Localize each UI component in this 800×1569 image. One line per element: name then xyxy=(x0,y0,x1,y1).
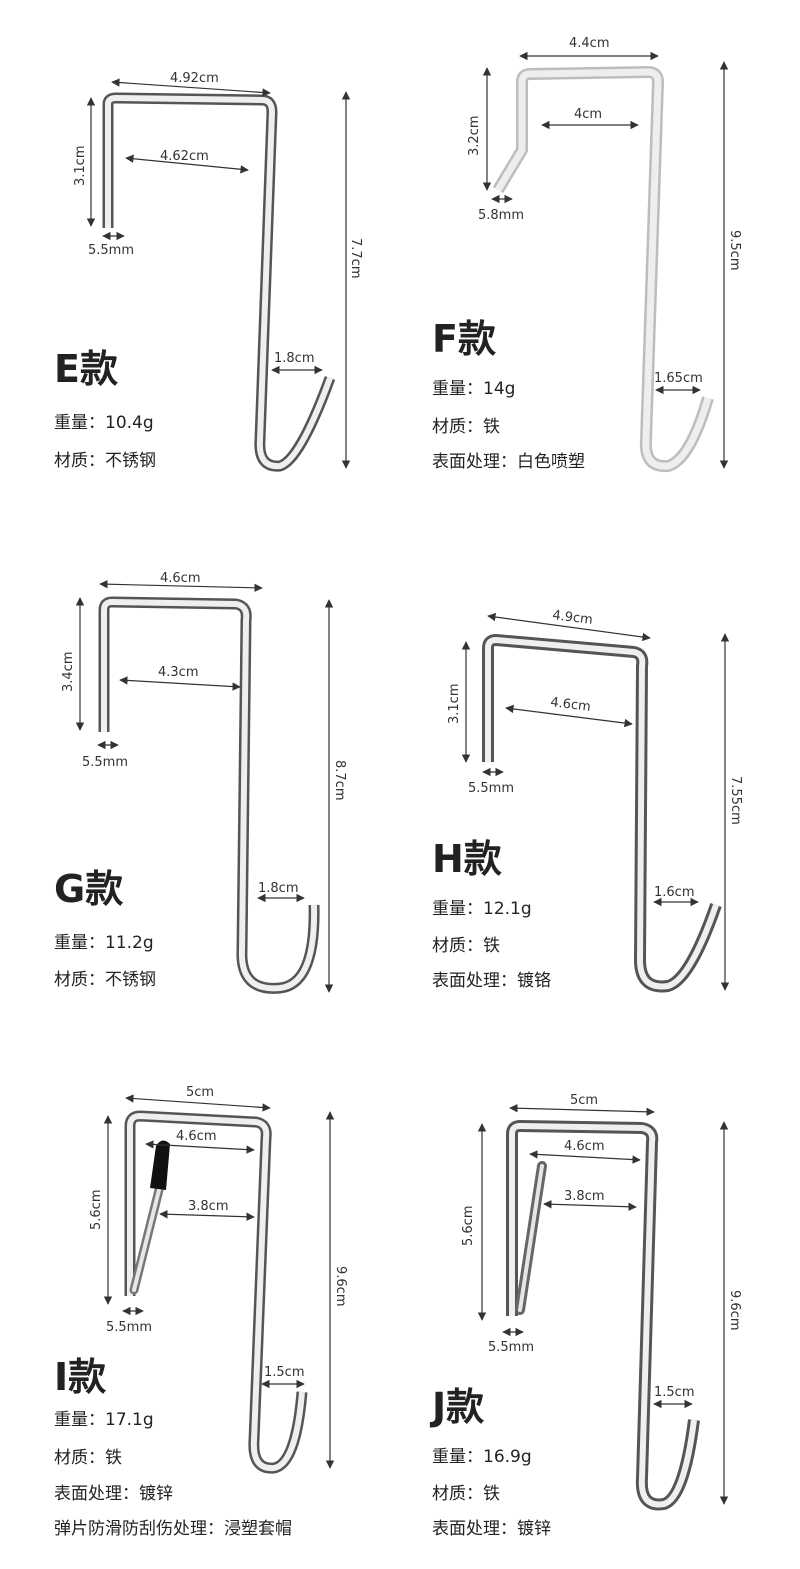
product-title-g: G款 xyxy=(54,867,124,911)
dim-g-inner-width: 4.3cm xyxy=(158,665,199,680)
spec-h-finish: 表面处理：镀铬 xyxy=(432,971,551,991)
dim-g-top-width: 4.6cm xyxy=(160,571,201,586)
spec-g-material: 材质：不锈钢 xyxy=(54,970,156,990)
dim-i-inner-width: 4.6cm xyxy=(176,1129,217,1144)
dim-e-thickness: 5.5mm xyxy=(88,243,134,258)
dim-f-top-width: 4.4cm xyxy=(569,36,610,51)
spec-f-finish: 表面处理：白色喷塑 xyxy=(432,452,585,472)
dim-j-inner-width: 4.6cm xyxy=(564,1139,605,1154)
dim-f-height: 9.5cm xyxy=(727,230,742,271)
dim-e-inner-width: 4.62cm xyxy=(160,149,209,164)
dim-e-hook: 1.8cm xyxy=(274,351,315,366)
spec-h-material: 材质：铁 xyxy=(432,936,500,956)
dim-j-thickness: 5.5mm xyxy=(488,1340,534,1355)
dim-h-top-width: 4.9cm xyxy=(552,608,594,628)
dim-h-thickness: 5.5mm xyxy=(468,781,514,796)
dim-h-short-leg: 3.1cm xyxy=(447,684,462,725)
spec-f-weight: 重量：14g xyxy=(432,379,516,399)
hook-drawing-h xyxy=(461,612,730,993)
spec-f-material: 材质：铁 xyxy=(432,417,500,437)
dim-g-hook: 1.8cm xyxy=(258,881,299,896)
dim-e-top-width: 4.92cm xyxy=(170,71,219,86)
dim-i-short-leg: 5.6cm xyxy=(89,1190,104,1231)
dim-i-top-width: 5cm xyxy=(186,1085,214,1100)
spec-e-weight: 重量：10.4g xyxy=(54,413,154,433)
dim-j-short-leg: 5.6cm xyxy=(461,1206,476,1247)
spec-g-weight: 重量：11.2g xyxy=(54,933,154,953)
hook-drawing-j xyxy=(477,1104,729,1511)
spec-i-weight: 重量：17.1g xyxy=(54,1410,154,1430)
dim-f-short-leg: 3.2cm xyxy=(467,116,482,157)
dim-f-inner-width: 4cm xyxy=(574,107,602,122)
product-title-h: H款 xyxy=(432,837,502,881)
spec-h-weight: 重量：12.1g xyxy=(432,899,532,919)
dim-g-thickness: 5.5mm xyxy=(82,755,128,770)
dim-e-height: 7.7cm xyxy=(348,238,363,279)
dim-i-thickness: 5.5mm xyxy=(106,1320,152,1335)
dim-g-height: 8.7cm xyxy=(332,760,347,801)
spec-i-coating: 弹片防滑防刮伤处理：浸塑套帽 xyxy=(54,1519,292,1539)
dim-j-height: 9.6cm xyxy=(727,1290,742,1331)
product-title-j: J款 xyxy=(432,1385,485,1429)
dim-i-spring-width: 3.8cm xyxy=(188,1199,229,1214)
dim-e-short-leg: 3.1cm xyxy=(73,146,88,187)
product-title-i: I款 xyxy=(54,1355,107,1399)
hook-drawing-i xyxy=(103,1094,335,1474)
dim-i-height: 9.6cm xyxy=(333,1266,348,1307)
dim-h-inner-width: 4.6cm xyxy=(550,695,592,715)
hook-drawing-f xyxy=(482,51,729,473)
dim-j-hook: 1.5cm xyxy=(654,1385,695,1400)
dim-g-short-leg: 3.4cm xyxy=(61,652,76,693)
hook-drawing-e xyxy=(86,78,351,472)
product-title-e: E款 xyxy=(54,347,118,391)
spec-j-weight: 重量：16.9g xyxy=(432,1447,532,1467)
dim-h-height: 7.55cm xyxy=(728,776,743,825)
spec-i-material: 材质：铁 xyxy=(54,1448,122,1468)
dim-h-hook: 1.6cm xyxy=(654,885,695,900)
dim-f-hook: 1.65cm xyxy=(654,371,703,386)
dim-j-spring-width: 3.8cm xyxy=(564,1189,605,1204)
dim-f-thickness: 5.8mm xyxy=(478,208,524,223)
spec-j-finish: 表面处理：镀锌 xyxy=(432,1519,551,1539)
spec-i-finish: 表面处理：镀锌 xyxy=(54,1484,173,1504)
dim-i-hook: 1.5cm xyxy=(264,1365,305,1380)
hook-drawing-g xyxy=(75,579,334,994)
spec-e-material: 材质：不锈钢 xyxy=(54,451,156,471)
product-title-f: F款 xyxy=(432,317,496,361)
dim-j-top-width: 5cm xyxy=(570,1093,598,1108)
spec-j-material: 材质：铁 xyxy=(432,1484,500,1504)
